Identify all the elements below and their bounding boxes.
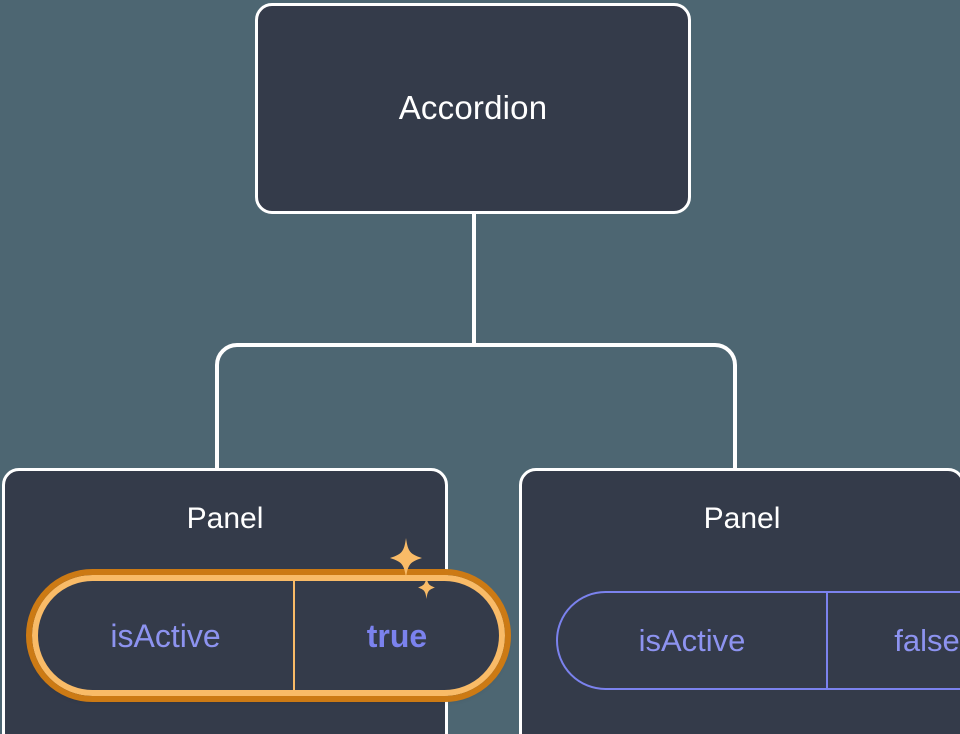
prop-pill-active-wrapper: isActive true: [26, 569, 511, 702]
tree-node-accordion[interactable]: Accordion: [255, 3, 691, 214]
node-title: Panel: [703, 502, 781, 535]
prop-pill-inactive-wrapper: isActive false: [556, 591, 960, 690]
prop-name: isActive: [110, 617, 221, 654]
prop-pill-isactive-false[interactable]: isActive false: [556, 591, 960, 690]
prop-pill-isactive-true[interactable]: isActive true: [26, 569, 511, 702]
prop-value: true: [293, 581, 499, 690]
prop-name: isActive: [638, 623, 746, 658]
edge-branch-left: [215, 343, 474, 470]
edge-branch-right: [474, 343, 737, 470]
node-title: Panel: [186, 502, 264, 535]
prop-value: false: [826, 593, 960, 688]
node-title: Accordion: [398, 89, 548, 127]
